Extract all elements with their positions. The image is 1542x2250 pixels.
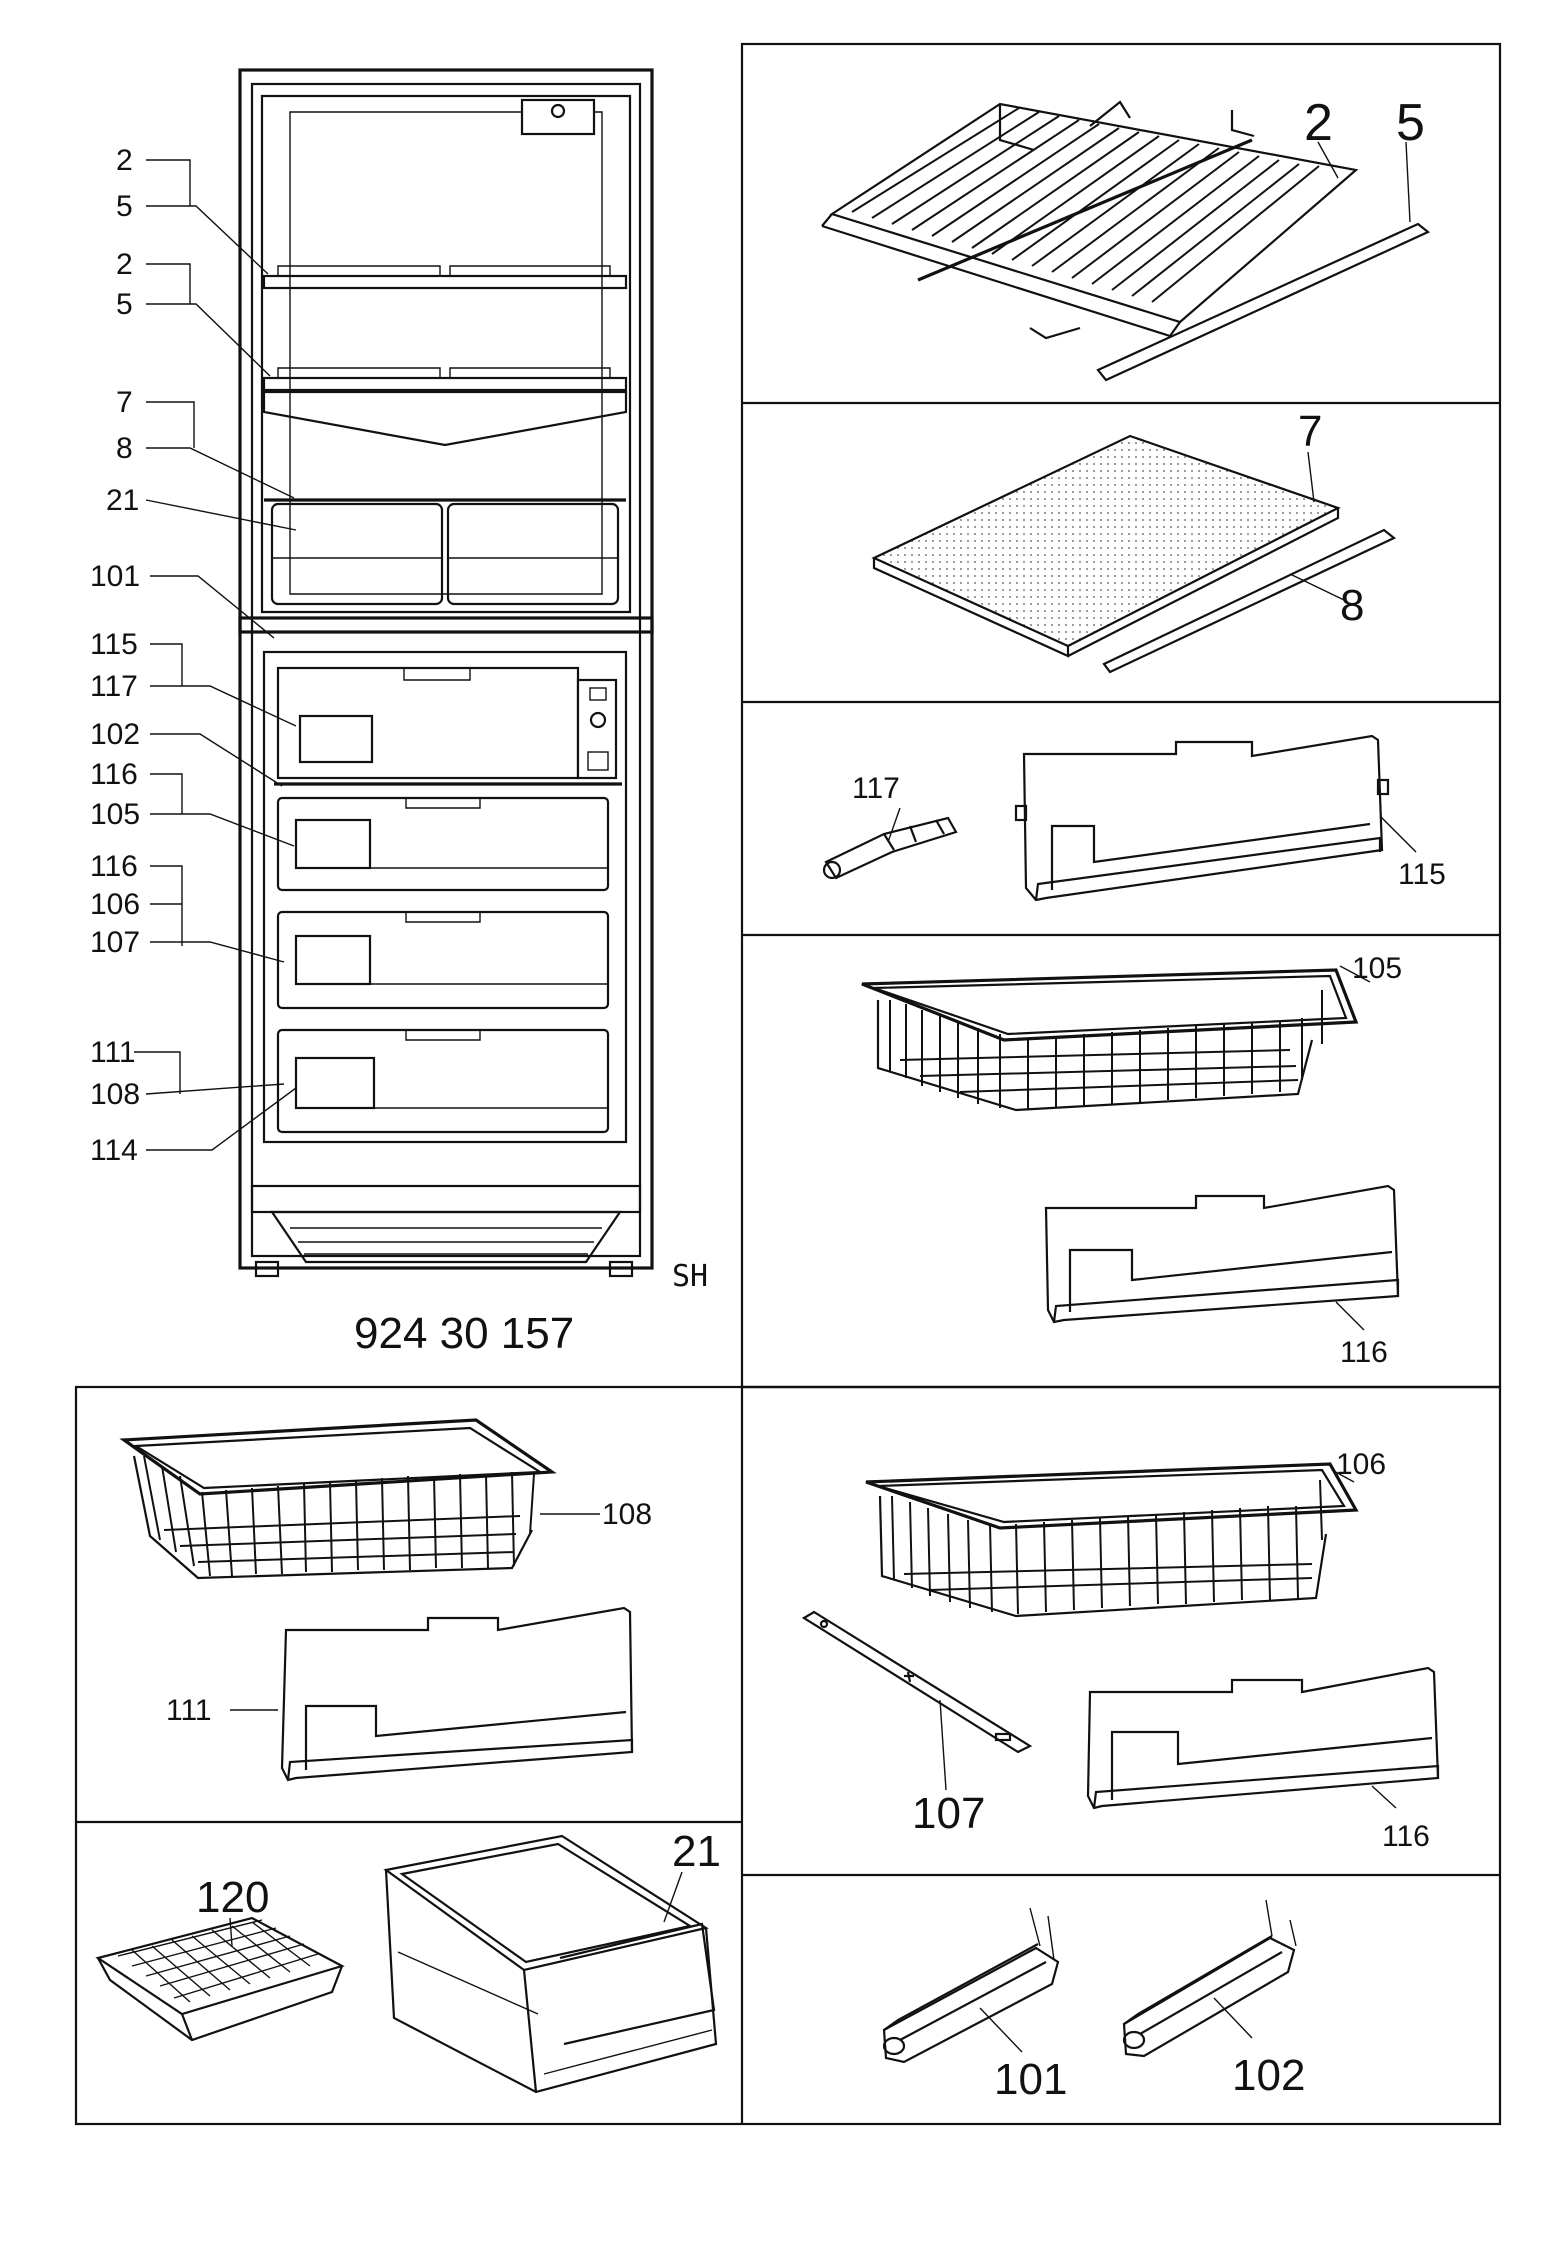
basket-106-bars xyxy=(891,1479,1323,1615)
cover-plate-icon xyxy=(1014,734,1390,902)
callout-7: 7 xyxy=(116,386,133,419)
label-21-crisper-box: 21 xyxy=(672,1827,721,1876)
callout-117: 117 xyxy=(90,670,138,703)
label-116-drawer-front: 116 xyxy=(1340,1336,1388,1369)
label-101-rail: 101 xyxy=(994,2055,1067,2104)
basket-105-bars xyxy=(889,990,1323,1110)
panel-cover-hinge: 117 115 xyxy=(822,734,1446,902)
fridge-callout-labels: 2 5 2 5 7 8 21 101 115 117 102 116 105 1… xyxy=(90,144,708,1358)
callout-8: 8 xyxy=(116,432,133,465)
fridge-front-view xyxy=(238,68,654,1278)
label-116-drawer-front-b: 116 xyxy=(1382,1820,1430,1853)
drawer-front-116b-icon xyxy=(1086,1666,1440,1810)
ice-tray-cells xyxy=(117,1919,319,2003)
callout-116-b: 116 xyxy=(90,850,138,883)
panel-wire-shelf: 2 5 xyxy=(821,94,1431,382)
callout-102: 102 xyxy=(90,718,140,751)
callout-116-a: 116 xyxy=(90,758,138,791)
ice-cube-tray-icon xyxy=(95,1916,345,2042)
label-115-cover-plate: 115 xyxy=(1398,858,1446,891)
label-8-trim-strip: 8 xyxy=(1340,581,1364,630)
callout-105: 105 xyxy=(90,798,140,831)
wire-shelf-icon xyxy=(821,100,1359,340)
label-108-wire-basket: 108 xyxy=(602,1498,652,1531)
label-7-glass-shelf: 7 xyxy=(1298,407,1322,456)
label-5-trim-strip: 5 xyxy=(1396,94,1425,152)
divider-strip-107-icon xyxy=(801,1610,1033,1754)
drawer-front-111-icon xyxy=(280,1606,634,1782)
callout-107: 107 xyxy=(90,926,140,959)
crisper-box-icon xyxy=(383,1834,718,2094)
callout-21: 21 xyxy=(106,484,139,517)
rail-102-icon xyxy=(1122,1899,1297,2058)
hinge-pin-icon xyxy=(822,816,958,880)
model-number: 924 30 157 xyxy=(354,1309,574,1358)
fridge-callout-lines xyxy=(134,159,297,1151)
label-107-divider-strip: 107 xyxy=(912,1789,985,1838)
panel-frames xyxy=(74,42,1502,2126)
control-panel-icon xyxy=(576,678,618,780)
callout-111: 111 xyxy=(90,1036,136,1069)
label-106-wire-basket: 106 xyxy=(1336,1448,1386,1481)
callout-101: 101 xyxy=(90,560,140,593)
wire-basket-106-icon xyxy=(865,1462,1359,1618)
label-102-rail: 102 xyxy=(1232,2051,1305,2100)
callout-2-upper: 2 xyxy=(116,144,133,177)
shelf-trim-strip-icon xyxy=(1096,222,1431,382)
callout-2-lower: 2 xyxy=(116,248,133,281)
callout-108: 108 xyxy=(90,1078,140,1111)
wire-basket-105-icon xyxy=(861,968,1359,1112)
panel-rails: 101 102 xyxy=(882,1899,1305,2104)
callout-114: 114 xyxy=(90,1134,138,1167)
callout-5-upper: 5 xyxy=(116,190,133,223)
label-117-hinge-pin: 117 xyxy=(852,772,900,805)
glass-shelf-icon xyxy=(871,434,1341,658)
label-105-wire-basket: 105 xyxy=(1352,952,1402,985)
panel-basket-108: 108 111 xyxy=(119,1418,652,1782)
label-111-drawer-front: 111 xyxy=(166,1694,212,1727)
panel-basket-106: 106 107 116 xyxy=(801,1448,1440,1853)
callout-5-lower: 5 xyxy=(116,288,133,321)
wire-basket-108-icon xyxy=(119,1418,557,1580)
drawer-front-116-icon xyxy=(1044,1184,1400,1324)
callout-106: 106 xyxy=(90,888,140,921)
label-120-ice-tray: 120 xyxy=(196,1873,269,1922)
panel-tray-box: 120 21 xyxy=(95,1827,721,2094)
callout-115: 115 xyxy=(90,628,138,661)
variant-code: SH xyxy=(672,1259,708,1294)
label-2-wire-shelf: 2 xyxy=(1304,94,1333,152)
panel-basket-105: 105 116 xyxy=(861,952,1402,1369)
rail-101-icon xyxy=(882,1907,1060,2064)
panel-glass-shelf: 7 8 xyxy=(871,407,1397,674)
